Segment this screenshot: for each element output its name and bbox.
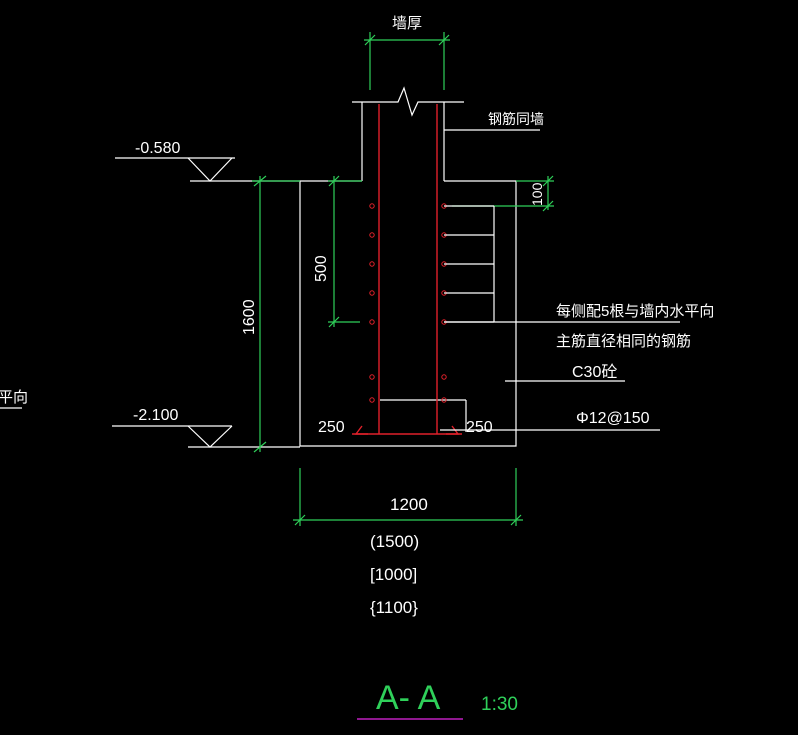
edge-right-label: 250 — [466, 419, 493, 436]
horizontal-rebar-dots — [369, 203, 447, 403]
elevation-mark-top — [115, 157, 300, 182]
section-title: A- A — [376, 679, 441, 717]
upper-dim-label: 500 — [313, 255, 330, 282]
wall-rebar — [352, 104, 462, 435]
rebar-dot — [369, 290, 375, 296]
height-dimension — [252, 175, 300, 453]
wall-thickness-label: 墙厚 — [392, 15, 422, 32]
side-rebar-leader — [444, 205, 680, 323]
left-edge-fragment: 平向 — [0, 389, 28, 406]
elevation-bottom: -2.100 — [133, 407, 178, 424]
rebar-dot — [369, 319, 375, 325]
side-rebar-note-line1: 每侧配5根与墙内水平向 — [556, 303, 714, 320]
side-rebar-note-line2: 主筋直径相同的钢筋 — [556, 333, 691, 350]
upper-dimension — [328, 175, 362, 328]
width-alt1: (1500) — [370, 532, 419, 551]
width-alt3: {1100} — [370, 598, 418, 617]
scale-label: 1:30 — [481, 694, 518, 715]
rebar-dot — [441, 374, 447, 380]
footing-outline — [299, 102, 517, 447]
width-alt2: [1000] — [370, 565, 417, 584]
elevation-top: -0.580 — [135, 140, 180, 157]
rebar-dot — [441, 397, 447, 403]
rebar-dot — [369, 374, 375, 380]
height-label: 1600 — [241, 299, 258, 335]
wall-thickness-dimension — [364, 32, 450, 90]
rebar-dot — [369, 232, 375, 238]
rebar-dot — [369, 261, 375, 267]
top-offset-label: 100 — [529, 182, 545, 206]
elevation-mark-bottom — [112, 425, 300, 448]
rebar-same-as-wall-label: 钢筋同墙 — [488, 111, 544, 127]
bottom-rebar-label: Φ12@150 — [576, 410, 650, 427]
width-dimension — [293, 468, 523, 526]
rebar-dot — [369, 203, 375, 209]
concrete-grade: C30砼 — [572, 363, 617, 381]
width-main: 1200 — [390, 495, 428, 514]
rebar-dot — [369, 397, 375, 403]
break-line — [352, 86, 464, 117]
edge-left-label: 250 — [318, 419, 345, 436]
